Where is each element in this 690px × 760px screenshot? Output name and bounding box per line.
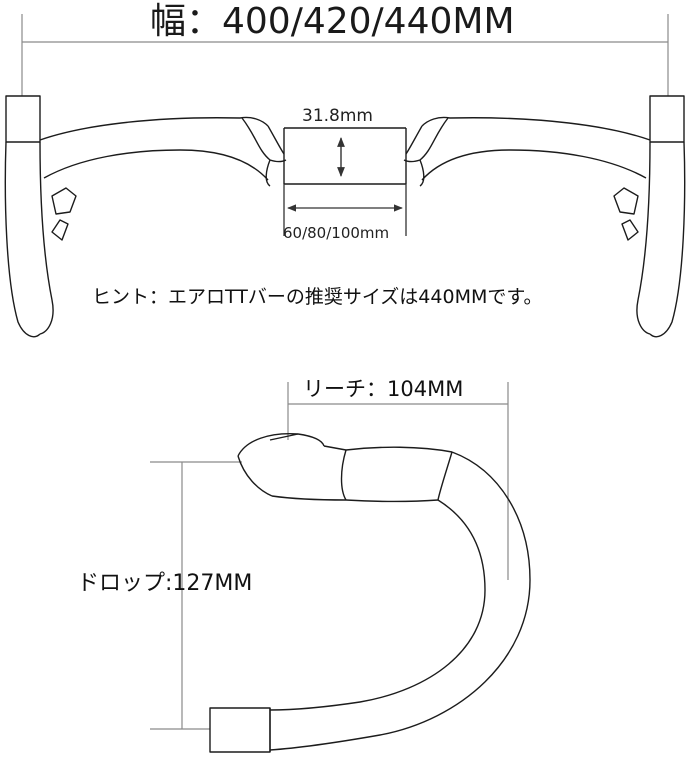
hint-text: ヒント：エアロTTバーの推奨サイズは440MMです。 bbox=[92, 286, 543, 308]
reach-label: リーチ：104MM bbox=[303, 377, 464, 401]
stem-length-label: 60/80/100mm bbox=[283, 224, 390, 242]
front-view bbox=[4, 14, 686, 338]
width-dimension bbox=[21, 14, 669, 96]
side-view bbox=[150, 382, 531, 753]
clamp-diameter-label: 31.8mm bbox=[302, 106, 373, 126]
width-label: 幅：400/420/440MM bbox=[150, 1, 515, 42]
handlebar-front-outline bbox=[4, 95, 686, 338]
drop-label: ドロップ:127MM bbox=[77, 571, 253, 596]
stem-dimension bbox=[283, 184, 407, 236]
drop-dimension bbox=[150, 461, 242, 730]
reach-dimension bbox=[287, 382, 509, 580]
handlebar-side-outline bbox=[209, 433, 531, 753]
